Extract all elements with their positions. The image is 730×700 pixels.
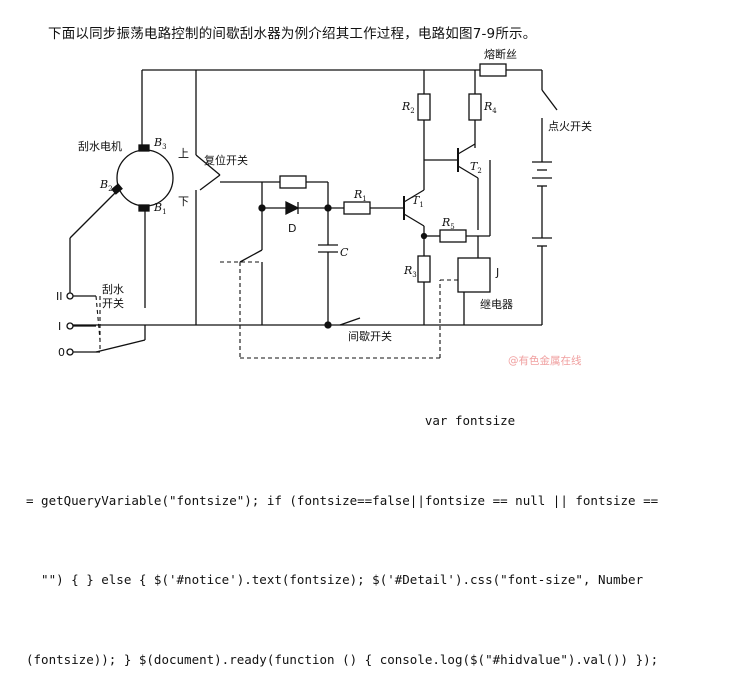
code-line: (fontsize)); } $(document).ready(functio… bbox=[26, 651, 659, 667]
label-r3: R3 bbox=[403, 264, 417, 279]
resistor-r1 bbox=[343, 201, 371, 215]
label-relay: 继电器 bbox=[480, 298, 513, 311]
relay-symbol bbox=[457, 257, 491, 293]
label-r2: R2 bbox=[401, 100, 415, 115]
label-ignition-switch: 点火开关 bbox=[548, 119, 592, 133]
label-r4: R4 bbox=[483, 100, 497, 115]
resistor-top bbox=[279, 175, 307, 189]
label-capacitor: C bbox=[340, 246, 349, 259]
diode-symbol bbox=[285, 200, 300, 216]
label-wiper-switch-1: 刮水 bbox=[102, 282, 124, 296]
label-down: 下 bbox=[178, 195, 189, 208]
fuse-symbol bbox=[479, 63, 507, 77]
watermark: @有色金属在线 bbox=[508, 355, 582, 367]
code-line: "") { } else { $('#notice').text(fontsiz… bbox=[26, 572, 644, 587]
resistor-r2 bbox=[417, 93, 431, 121]
wiper-motor-symbol bbox=[116, 149, 174, 207]
code-line: var fontsize bbox=[26, 413, 516, 428]
label-intermittent-switch: 间歇开关 bbox=[348, 329, 392, 343]
label-pos-0: 0 bbox=[58, 346, 65, 359]
resistor-r4 bbox=[468, 93, 482, 121]
ignition-switch-symbol bbox=[541, 89, 558, 111]
label-b2: B2 bbox=[99, 178, 113, 193]
resistor-r3 bbox=[417, 255, 431, 283]
intro-text: 下面以同步振荡电路控制的间歇刮水器为例介绍其工作过程，电路如图7-9所示。 bbox=[48, 26, 537, 42]
code-line: = getQueryVariable("fontsize"); if (font… bbox=[26, 492, 659, 508]
intermittent-switch-symbol bbox=[339, 317, 361, 326]
label-wiper-switch-2: 开关 bbox=[102, 296, 124, 310]
label-t1: T1 bbox=[412, 194, 424, 209]
label-up: 上 bbox=[178, 147, 189, 160]
resistor-r5 bbox=[439, 229, 467, 243]
label-fuse: 熔断丝 bbox=[484, 47, 517, 61]
label-relay-letter: J bbox=[495, 266, 499, 279]
label-pos-ii: II bbox=[56, 290, 63, 303]
label-diode: D bbox=[288, 222, 296, 235]
label-b3: B3 bbox=[153, 136, 167, 151]
label-b1: B1 bbox=[153, 201, 167, 216]
label-r5: R5 bbox=[441, 216, 455, 231]
label-pos-i: I bbox=[58, 320, 61, 333]
label-reset-switch: 复位开关 bbox=[204, 153, 248, 167]
label-r1: R1 bbox=[353, 188, 367, 203]
label-wiper-motor: 刮水电机 bbox=[78, 139, 122, 153]
circuit-diagram: 熔断丝 点火开关 刮水电机 复位开关 上 下 D C J 继电器 间歇开关 刮水… bbox=[56, 47, 592, 359]
code-block: var fontsize = getQueryVariable("fontsiz… bbox=[26, 355, 716, 700]
label-t2: T2 bbox=[470, 160, 482, 175]
